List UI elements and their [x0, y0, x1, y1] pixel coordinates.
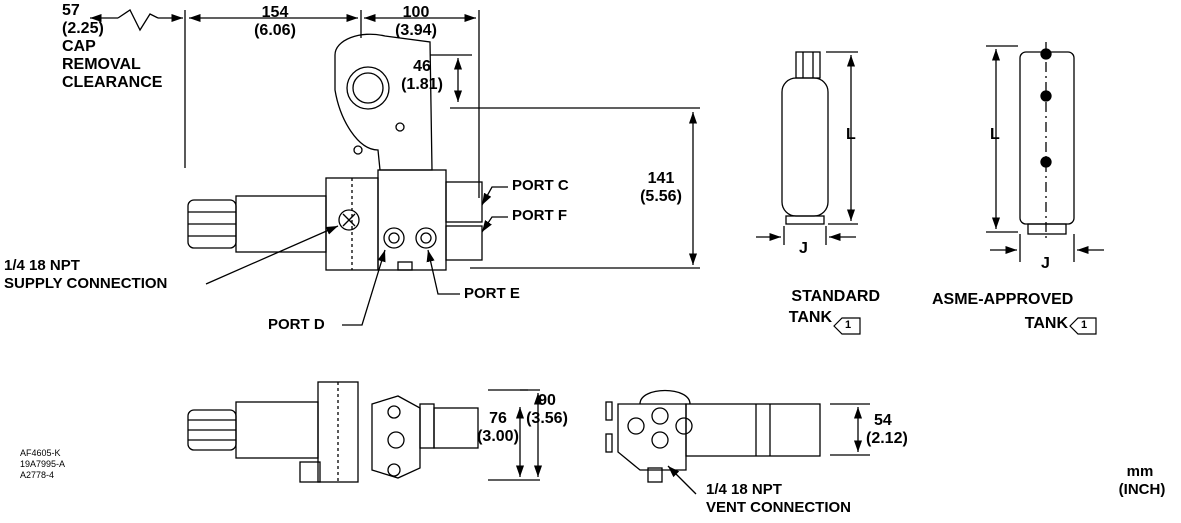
- drawing-id-3: A2778-4: [20, 470, 55, 480]
- cap-clearance-line-3: CLEARANCE: [62, 74, 163, 91]
- cap-clearance-inch: (2.25): [62, 20, 104, 37]
- leader-port-f: [481, 216, 508, 233]
- units-inch: (INCH): [1118, 481, 1166, 498]
- dim-46-value: 46: [413, 58, 431, 75]
- dim-141-inch: (5.56): [640, 188, 682, 205]
- dim-54-value: 54: [874, 412, 892, 429]
- vent-label-line-1: 1/4 18 NPT: [706, 481, 782, 498]
- standard-tank-subtitle: TANK: [788, 309, 832, 326]
- port-d-label: PORT D: [268, 316, 325, 333]
- dim-46-inch: (1.81): [401, 76, 443, 93]
- dim-76-value: 76: [489, 410, 507, 427]
- cap-clearance-line-2: REMOVAL: [62, 56, 141, 73]
- note-flag-standard: [833, 317, 861, 335]
- note-flag-asme: [1069, 317, 1097, 335]
- dim-154-inch: (6.06): [254, 22, 296, 39]
- cap-clearance-line-1: CAP: [62, 38, 96, 55]
- note-number-asme: 1: [1081, 319, 1088, 331]
- dim-100-inch: (3.94): [395, 22, 437, 39]
- dim-154-value: 154: [261, 4, 289, 21]
- port-e-label: PORT E: [464, 285, 520, 302]
- drawing-id-1: AF4605-K: [20, 448, 61, 458]
- drawing-id-2: 19A7995-A: [20, 459, 66, 469]
- leader-supply: [205, 225, 339, 285]
- asme-tank-title: ASME-APPROVED: [932, 291, 1074, 308]
- leader-port-e: [426, 249, 460, 295]
- port-c-label: PORT C: [512, 177, 569, 194]
- standard-tank-title: STANDARD: [791, 288, 880, 305]
- asme-tank-length: L: [990, 126, 1000, 143]
- dim-90-value: 90: [538, 392, 556, 409]
- dim-90-inch: (3.56): [526, 410, 568, 427]
- regulator-bottom-view: [187, 381, 543, 483]
- leader-port-d: [342, 249, 386, 326]
- asme-tank-subtitle: TANK: [1024, 315, 1068, 332]
- supply-label-line-1: 1/4 18 NPT: [4, 257, 80, 274]
- standard-tank-length: L: [846, 126, 856, 143]
- regulator-side-view: [605, 389, 870, 495]
- asme-tank: [986, 42, 1104, 262]
- dim-cap-clearance: [90, 9, 183, 32]
- asme-tank-width: J: [1041, 255, 1050, 272]
- units-mm: mm: [1126, 463, 1154, 480]
- dim-46: [430, 54, 700, 109]
- standard-tank-width: J: [799, 240, 808, 257]
- vent-label-line-2: VENT CONNECTION: [706, 499, 852, 516]
- dim-100-value: 100: [402, 4, 430, 21]
- dim-141-value: 141: [647, 170, 675, 187]
- cap-clearance-value: 57: [62, 2, 80, 19]
- leader-port-c: [481, 186, 508, 206]
- standard-tank: [756, 51, 858, 245]
- note-number-standard: 1: [845, 319, 852, 331]
- dim-76-inch: (3.00): [477, 428, 519, 445]
- supply-label-line-2: SUPPLY CONNECTION: [4, 275, 168, 292]
- port-f-label: PORT F: [512, 207, 567, 224]
- dim-54-inch: (2.12): [866, 430, 908, 447]
